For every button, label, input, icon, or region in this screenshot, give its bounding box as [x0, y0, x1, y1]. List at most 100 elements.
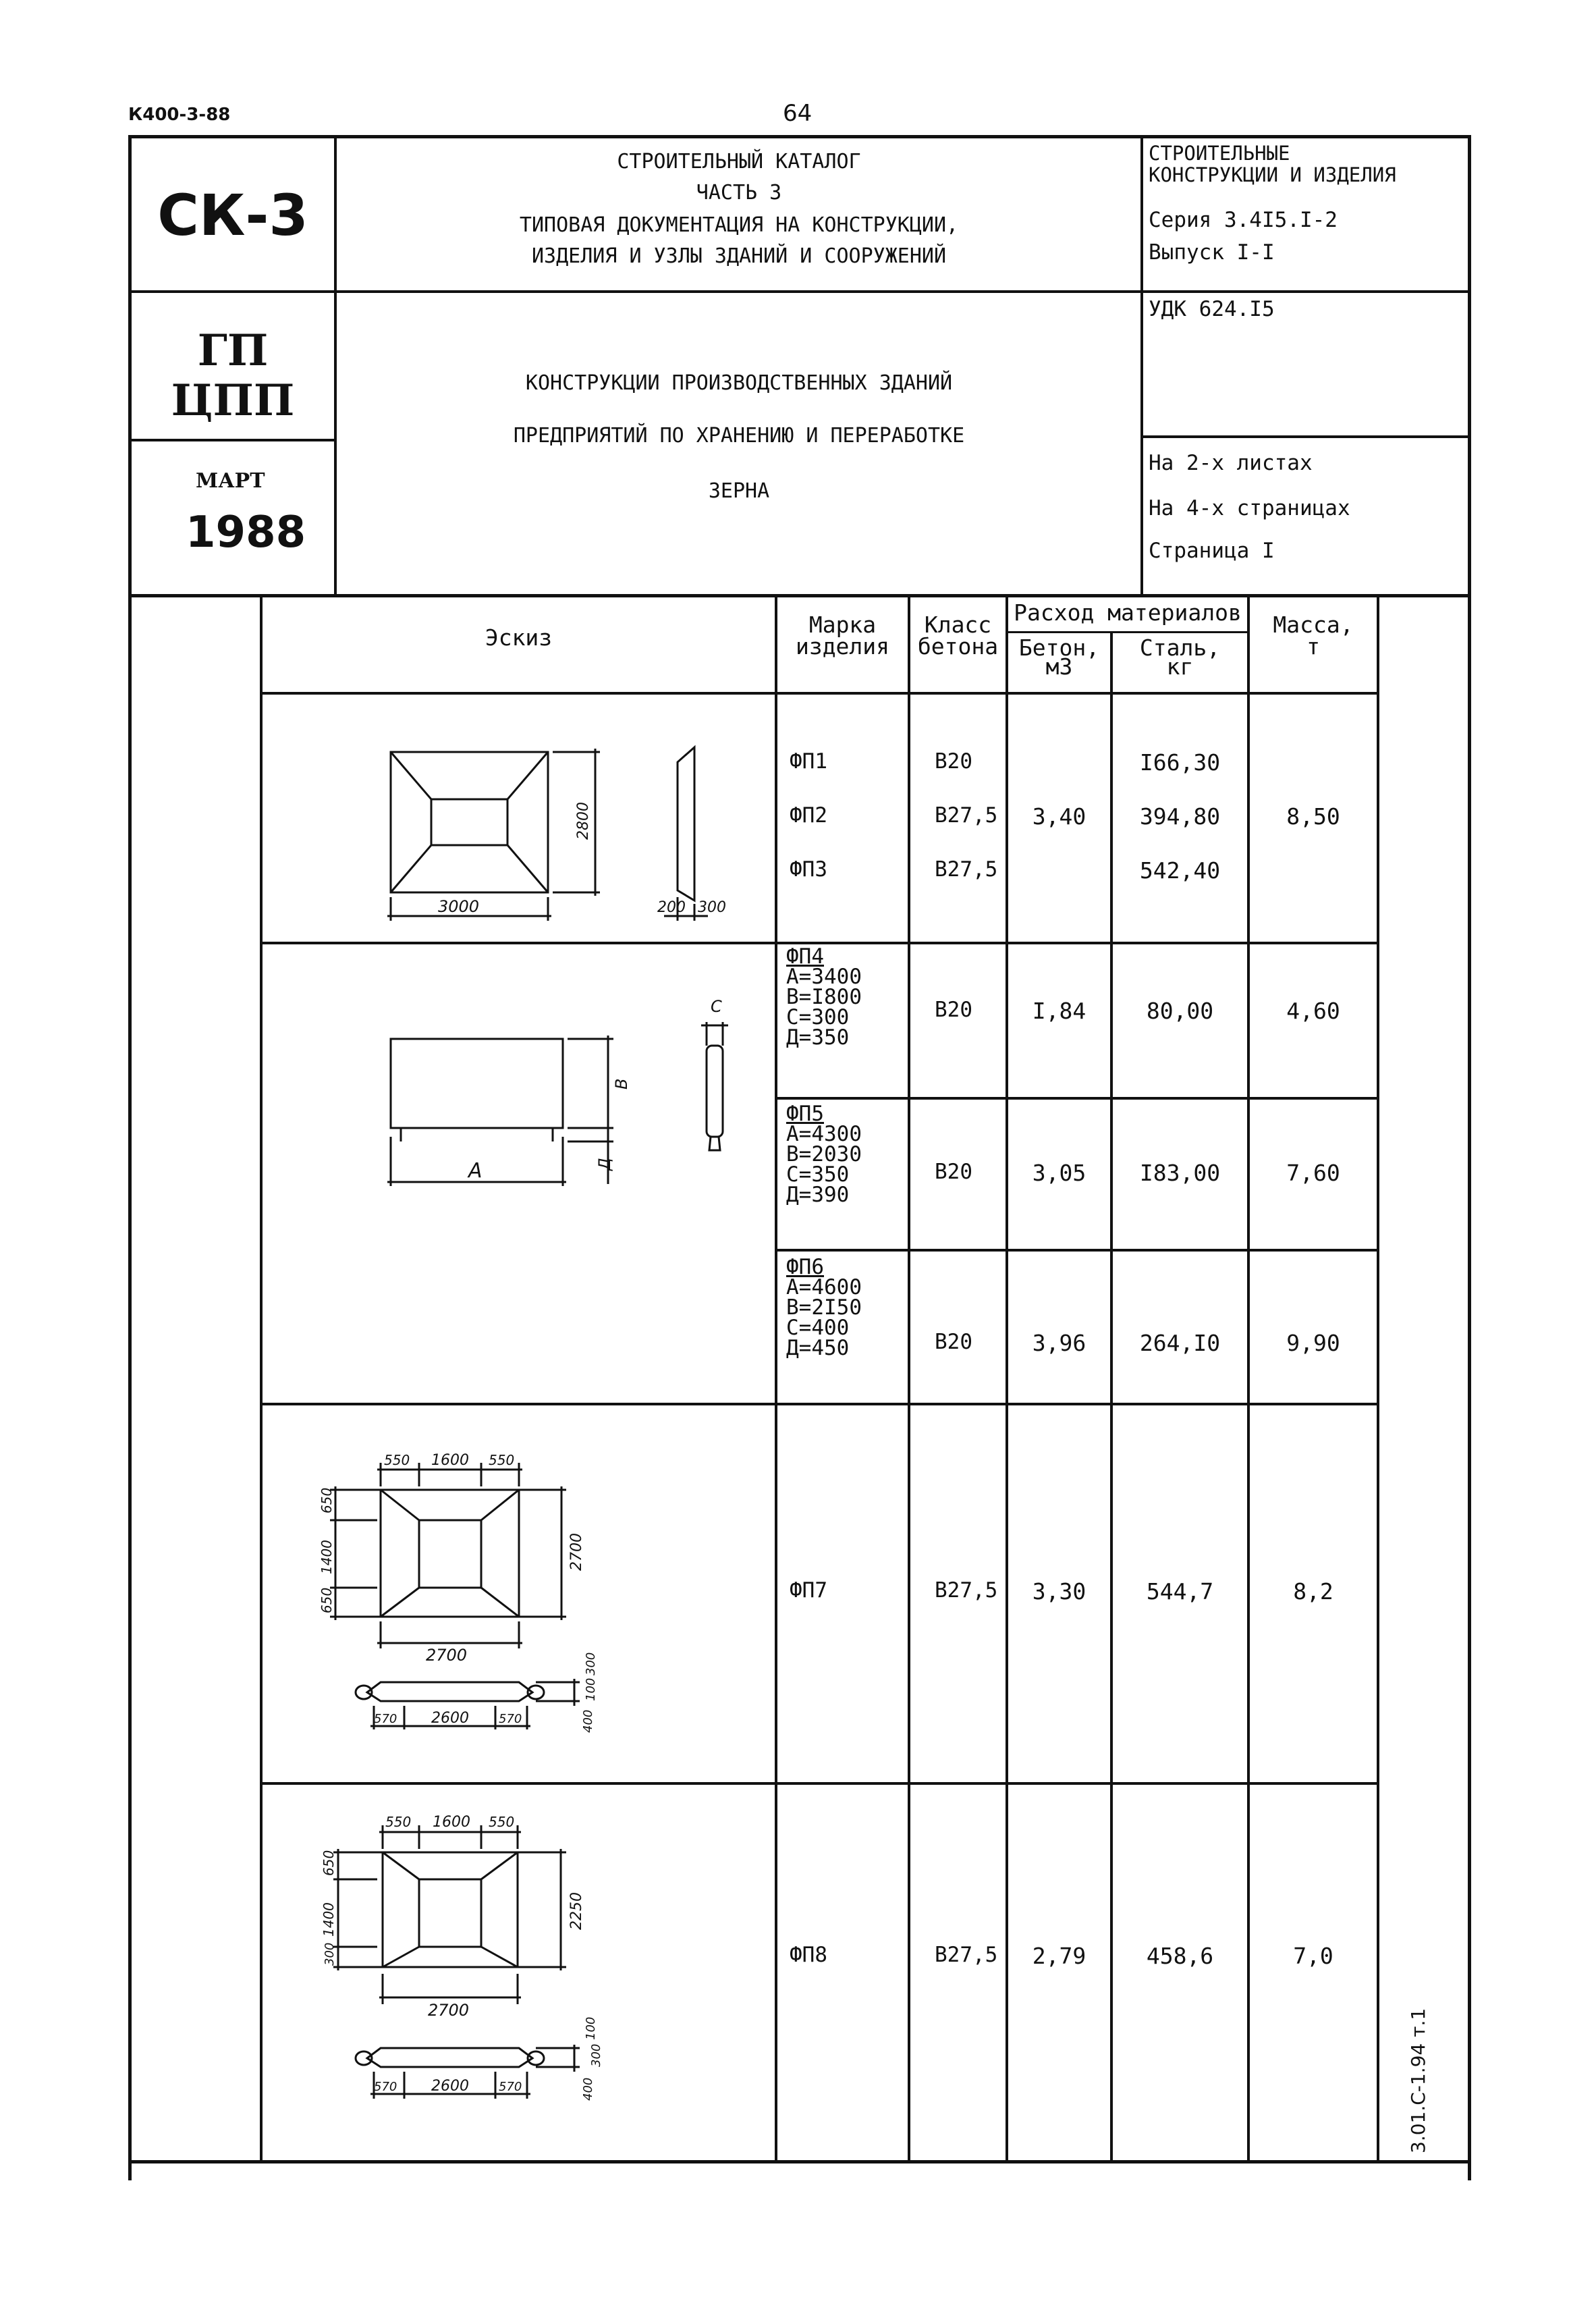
param: Д=450 [786, 1336, 850, 1360]
mass-fp6: 9,90 [1286, 1330, 1340, 1356]
sketch-fp7: 550 1600 550 650 1400 650 2700 2700 300 … [319, 1452, 598, 1733]
steel-fp4: 80,00 [1146, 998, 1214, 1024]
dim-650-bottom: 650 [319, 1588, 335, 1613]
steel-fp3: 542,40 [1139, 857, 1221, 884]
dim-c: С [711, 997, 722, 1016]
month: МАРТ [196, 469, 265, 493]
dim-2700-vertical: 2700 [568, 1533, 585, 1571]
class-fp8: В27,5 [935, 1943, 998, 1967]
concrete-fp6: 3,96 [1032, 1330, 1086, 1356]
steel-fp7: 544,7 [1146, 1578, 1214, 1605]
dim-550-right: 550 [489, 1452, 514, 1468]
mass-fp5: 7,60 [1286, 1160, 1340, 1186]
catalog-title-line-3: ТИПОВАЯ ДОКУМЕНТАЦИЯ НА КОНСТРУКЦИИ, [519, 213, 959, 237]
series: Серия 3.4I5.I-2 [1149, 208, 1338, 232]
class-fp3: В27,5 [935, 857, 998, 882]
section-title-line-2: КОНСТРУКЦИИ И ИЗДЕЛИЯ [1149, 163, 1396, 186]
dim-3000: 3000 [438, 897, 479, 916]
subject-line-1: КОНСТРУКЦИИ ПРОИЗВОДСТВЕННЫХ ЗДАНИЙ [525, 371, 953, 395]
sheets: На 2-х листах [1149, 451, 1313, 475]
dim-2600: 2600 [431, 2078, 469, 2095]
mark-block-fp5: ФП5 А=4300 В=2030 С=350 Д=390 [786, 1102, 862, 1206]
param: А=3400 [786, 965, 862, 989]
sketch-fp8: 550 1600 550 650 1400 300 2250 2700 100 … [321, 1814, 603, 2101]
class-fp7: В27,5 [935, 1578, 998, 1603]
dim-a: А [467, 1159, 483, 1183]
mark-fp8: ФП8 [790, 1943, 827, 1967]
dim-550-right: 550 [489, 1814, 514, 1830]
dim-550-left: 550 [384, 1452, 410, 1468]
param: А=4300 [786, 1122, 862, 1146]
stamp-frame [128, 135, 1471, 138]
dim-650: 650 [321, 1850, 337, 1876]
header-materials: Расход материалов [1014, 599, 1242, 626]
concrete-fp8: 2,79 [1032, 1943, 1086, 1969]
subject-line-2: ПРЕДПРИЯТИЙ ПО ХРАНЕНИЮ И ПЕРЕРАБОТКЕ [513, 424, 965, 448]
param: В=2030 [786, 1142, 862, 1166]
dim-100: 100 [584, 1678, 598, 1701]
mark-fp5: ФП5 [786, 1102, 824, 1126]
class-fp1: В20 [935, 749, 972, 774]
dim-300: 300 [584, 1652, 598, 1675]
sketch-fp4-fp6: С В Д А [387, 997, 728, 1186]
brand-mark: СК-3 [157, 182, 308, 248]
steel-fp6: 264,I0 [1139, 1330, 1221, 1356]
dim-400: 400 [581, 1710, 595, 1733]
dim-650-top: 650 [319, 1488, 335, 1513]
org-line-1: ГП [197, 325, 269, 376]
concrete-fp5: 3,05 [1032, 1160, 1086, 1186]
page-number: 64 [783, 100, 813, 127]
dim-100: 100 [584, 2017, 598, 2040]
mass-fp8: 7,0 [1293, 1943, 1333, 1969]
issue: Выпуск I-I [1149, 240, 1275, 265]
concrete-group1: 3,40 [1032, 803, 1086, 830]
class-fp2: В27,5 [935, 803, 998, 828]
class-fp6: В20 [935, 1330, 972, 1354]
table-frame [260, 594, 263, 2163]
param: Д=350 [786, 1025, 850, 1050]
mass-group1: 8,50 [1286, 803, 1340, 830]
header-concrete-2: м3 [1045, 653, 1073, 680]
section-title-line-1: СТРОИТЕЛЬНЫЕ [1149, 142, 1290, 165]
param: С=300 [786, 1005, 850, 1029]
header-class-2: бетона [917, 633, 999, 660]
dim-550-left: 550 [385, 1814, 411, 1830]
class-fp5: В20 [935, 1160, 972, 1184]
doc-code: К400-3-88 [128, 105, 231, 125]
catalog-title-line-2: ЧАСТЬ 3 [696, 181, 782, 205]
dim-400: 400 [581, 2078, 595, 2101]
dim-2700: 2700 [428, 2001, 469, 2020]
header-mass-1: Масса, [1273, 612, 1354, 638]
udc: УДК 624.I5 [1149, 297, 1275, 321]
header-steel-1: Сталь, [1139, 635, 1221, 661]
concrete-fp7: 3,30 [1032, 1578, 1086, 1605]
catalog-title-line-4: ИЗДЕЛИЯ И УЗЛЫ ЗДАНИЙ И СООРУЖЕНИЙ [531, 244, 947, 268]
header-mark-2: изделия [795, 633, 890, 660]
catalog-title-line-1: СТРОИТЕЛЬНЫЙ КАТАЛОГ [617, 150, 861, 173]
dim-570-right: 570 [499, 2080, 522, 2094]
mark-block-fp6: ФП6 А=4600 В=2I50 С=400 Д=450 [786, 1257, 862, 1360]
steel-fp1: I66,30 [1139, 749, 1221, 776]
mark-fp7: ФП7 [790, 1578, 827, 1603]
subject-line-3: ЗЕРНА [708, 479, 770, 503]
mark-fp1: ФП1 [790, 749, 827, 774]
steel-fp2: 394,80 [1139, 803, 1221, 830]
dim-300: 300 [323, 1943, 337, 1966]
header-mass-2: т [1306, 633, 1320, 660]
param: В=I800 [786, 985, 862, 1009]
sketch-fp1-fp3: 2800 3000 200 300 [387, 745, 726, 921]
dim-300-side: 300 [589, 2044, 603, 2067]
dim-1600: 1600 [433, 1814, 470, 1831]
side-code: 3.01.C-1.94 т.1 [1407, 2008, 1429, 2153]
header-sketch: Эскиз [485, 624, 553, 651]
dim-1400: 1400 [321, 1902, 337, 1937]
dim-1600: 1600 [431, 1452, 469, 1469]
dim-2250: 2250 [568, 1892, 585, 1930]
class-fp4: В20 [935, 998, 972, 1022]
dim-d: Д [595, 1158, 614, 1171]
header-class-1: Класс [924, 612, 992, 638]
concrete-fp4: I,84 [1032, 998, 1086, 1024]
header-mark-1: Марка [808, 612, 877, 638]
year: 1988 [186, 508, 306, 558]
mass-fp4: 4,60 [1286, 998, 1340, 1024]
